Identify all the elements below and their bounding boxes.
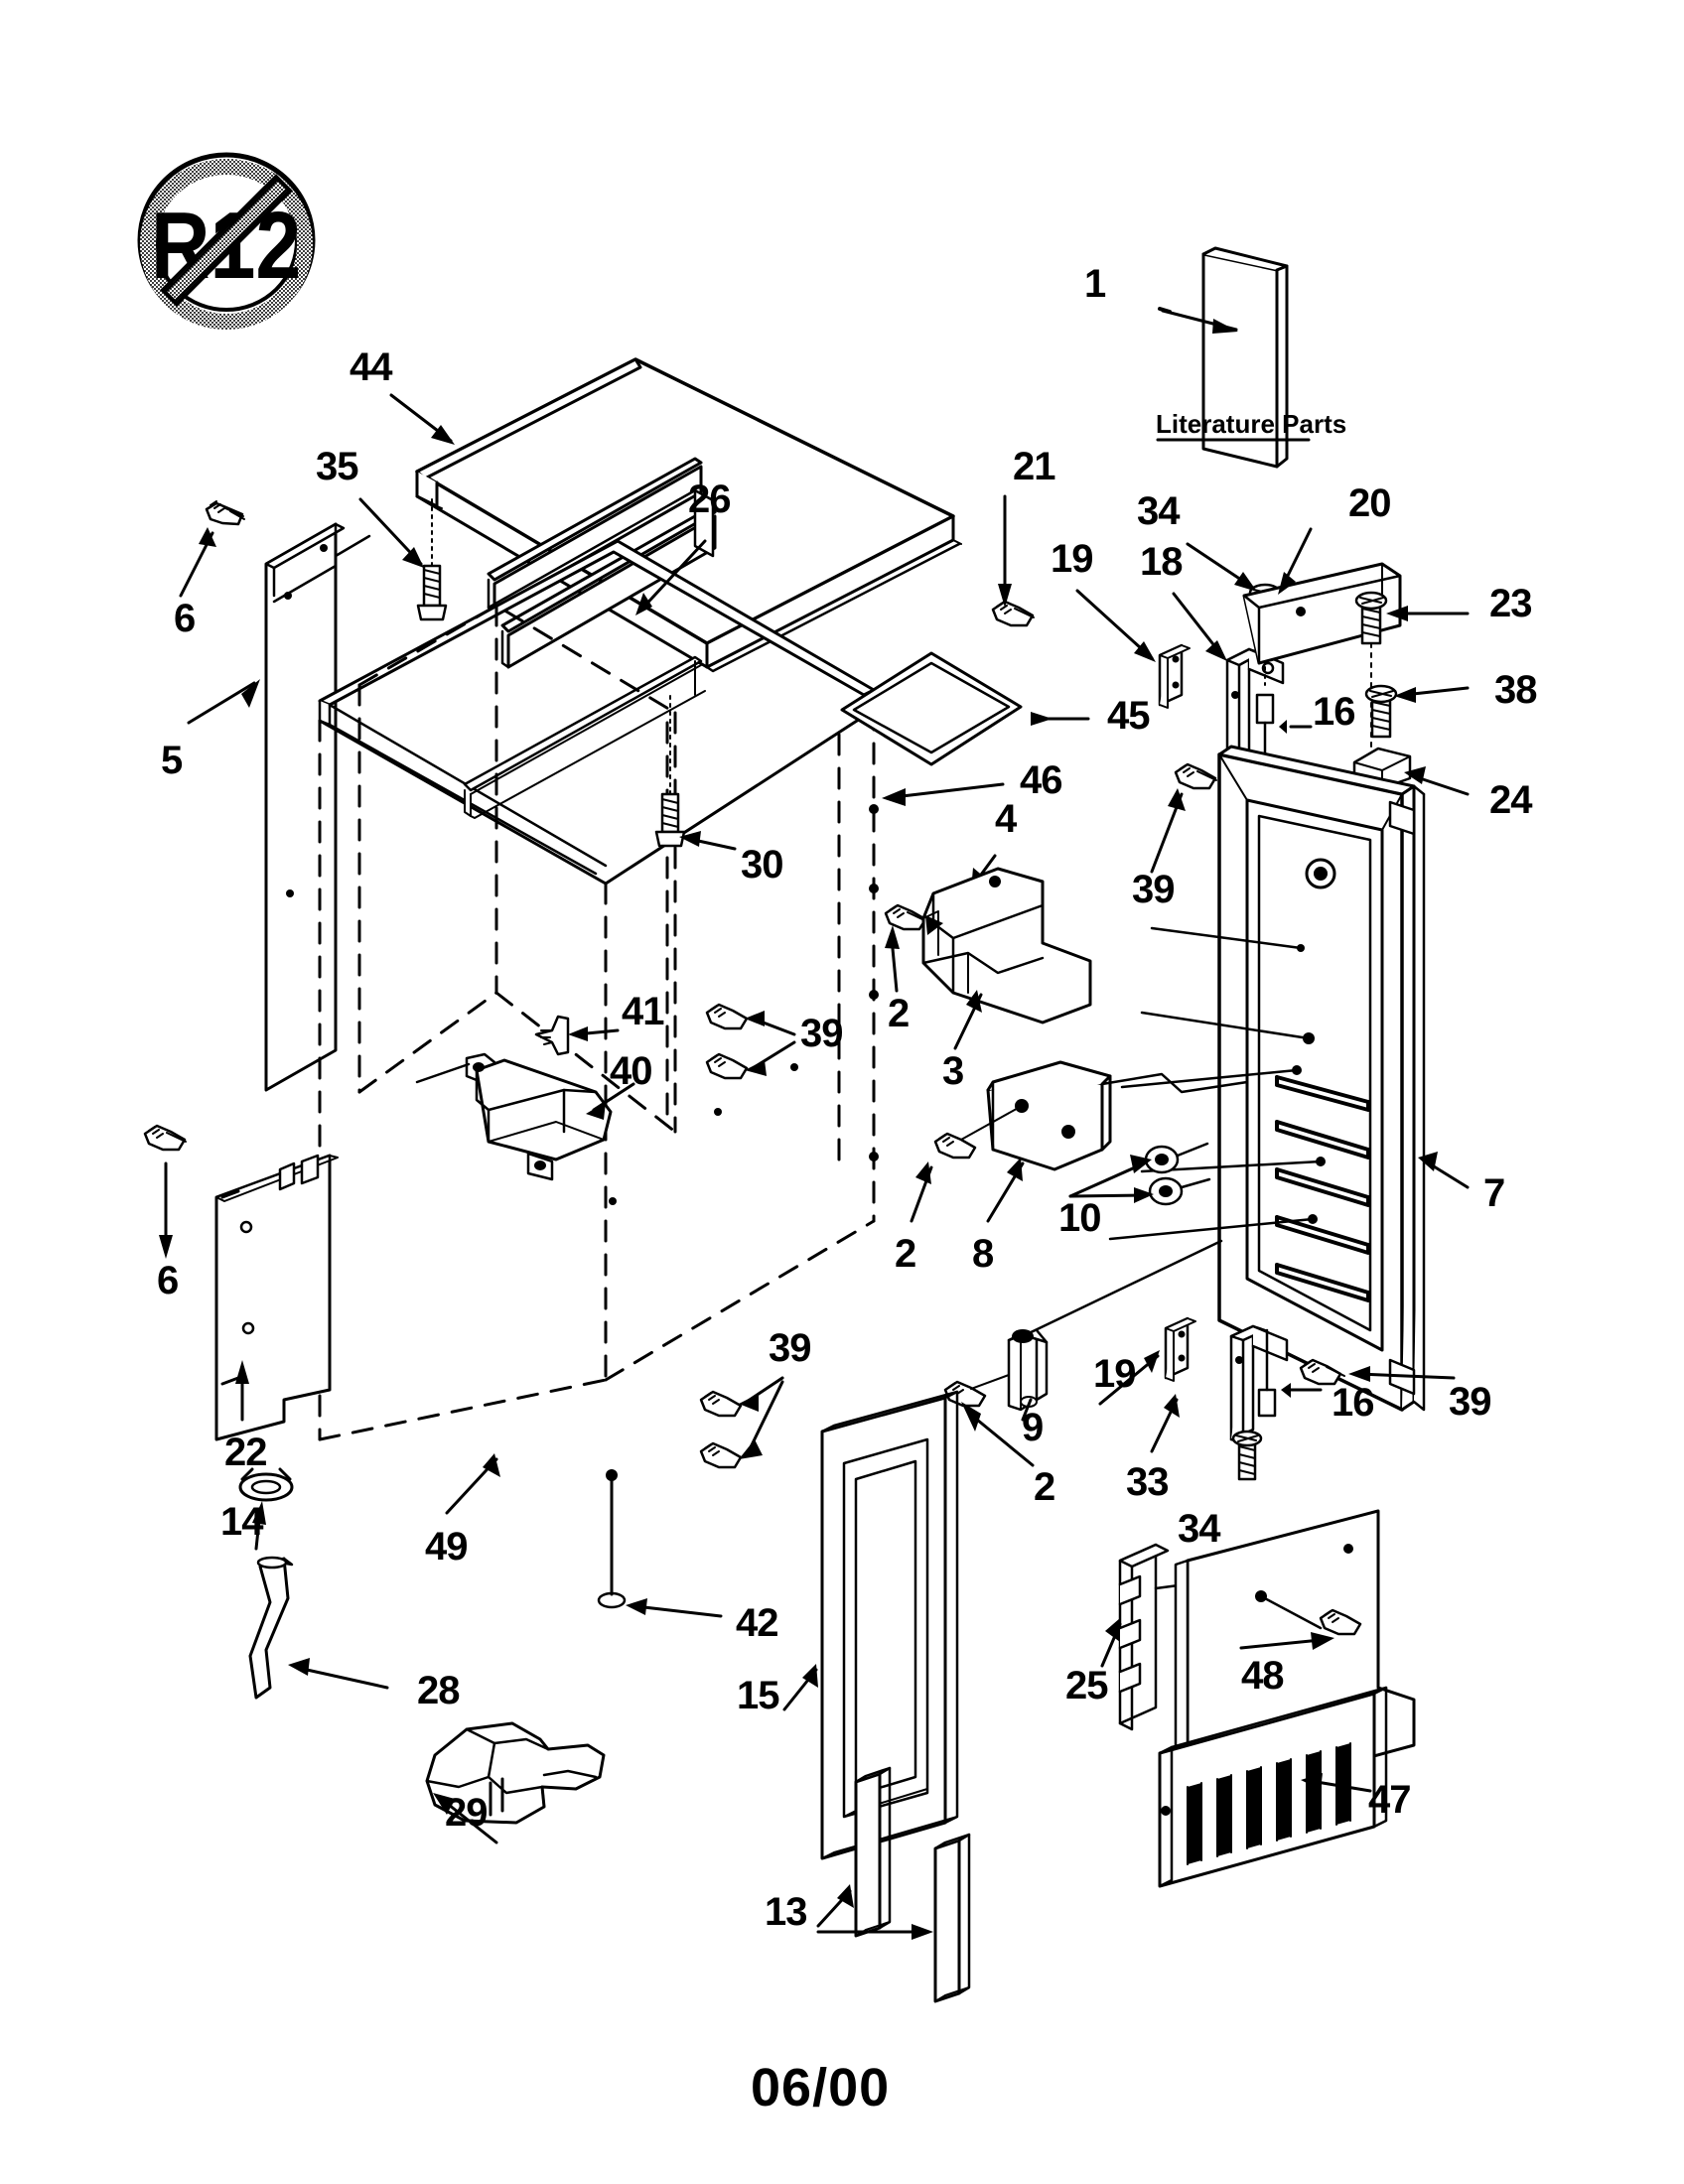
plug-buttons-art (1144, 1142, 1211, 1206)
base-grille-art (1158, 1686, 1388, 1888)
hinge-plate-upper-art (1158, 643, 1191, 709)
callout-47: 47 (1368, 1778, 1411, 1822)
callout-46: 46 (1020, 758, 1062, 802)
drain-tube-art (248, 1556, 294, 1700)
no-r12-symbol: R12 (132, 151, 321, 330)
callout-7: 7 (1483, 1171, 1505, 1215)
callout-24: 24 (1489, 778, 1532, 822)
screw-hinge-lower-left-art (1174, 762, 1217, 790)
literature-manual-art (1158, 246, 1289, 469)
access-cover-art (840, 651, 1023, 766)
catch-block-art (1007, 1239, 1223, 1412)
callout-38: 38 (1494, 668, 1537, 712)
callout-16-lower: 16 (1332, 1381, 1374, 1425)
screws-pair-low-art (699, 1390, 743, 1469)
rivet-drip-tray-art (534, 1015, 570, 1056)
callout-14: 14 (220, 1500, 263, 1544)
callout-13: 13 (765, 1890, 807, 1934)
callout-26: 26 (688, 478, 731, 521)
screw-cabinet-top-art (654, 694, 686, 848)
screw-hinge-lower-right-art (1299, 1358, 1345, 1386)
callout-48: 48 (1241, 1654, 1284, 1698)
back-panel-art (214, 1154, 339, 1441)
callout-45: 45 (1107, 694, 1150, 738)
callout-34-upper: 34 (1137, 489, 1180, 533)
cabinet-body-art (318, 539, 879, 1441)
callout-41: 41 (622, 990, 664, 1033)
callout-2-handle: 2 (895, 1232, 916, 1276)
callout-23: 23 (1489, 582, 1532, 625)
callout-3: 3 (942, 1049, 964, 1093)
callout-39-b: 39 (800, 1012, 843, 1055)
leveling-screw-art (597, 1469, 627, 1609)
side-panel-art (264, 522, 371, 1092)
revision-date: 06/00 (751, 2058, 891, 2117)
hinge-plate-lower-art (1164, 1316, 1196, 1382)
drip-tray-art (415, 1052, 613, 1181)
drain-grommet-art (238, 1467, 294, 1502)
callout-34-lower: 34 (1178, 1507, 1220, 1551)
screw-back-panel-art (143, 1124, 187, 1152)
callout-1: 1 (1084, 262, 1106, 306)
callout-39-a: 39 (1132, 868, 1175, 911)
callout-6-top: 6 (174, 597, 196, 640)
screw-side-panel-top-art (205, 500, 245, 526)
callout-2-upper: 2 (888, 992, 910, 1035)
hinge-pin-lower-art (1229, 1324, 1289, 1445)
screw-rail-right-art (991, 600, 1035, 627)
callout-10: 10 (1058, 1196, 1101, 1240)
callout-20: 20 (1348, 481, 1391, 525)
callout-30: 30 (741, 843, 783, 887)
callout-29: 29 (445, 1791, 488, 1835)
callout-28: 28 (417, 1669, 460, 1712)
filler-strips-art (854, 1766, 971, 2003)
callout-40: 40 (610, 1049, 652, 1093)
door-gasket-art (820, 1390, 959, 1860)
screw-handle-art (933, 1105, 1023, 1160)
callout-4: 4 (995, 797, 1017, 841)
callout-6-bottom: 6 (157, 1259, 179, 1302)
callout-49: 49 (425, 1525, 468, 1569)
callout-44: 44 (350, 345, 392, 389)
screw-door-frame-art (943, 1374, 1010, 1408)
literature-parts-label: Literature Parts (1156, 409, 1347, 439)
callout-42: 42 (736, 1601, 778, 1645)
strike-bracket-art (921, 867, 1092, 1024)
callout-2-door: 2 (1034, 1465, 1055, 1509)
callout-19-upper: 19 (1051, 537, 1093, 581)
screw-bottom-panel-art (1231, 1430, 1263, 1481)
callout-9: 9 (1022, 1406, 1044, 1449)
screw-cap-art (1364, 684, 1398, 739)
callout-16-upper: 16 (1313, 690, 1355, 734)
handle-block-art (986, 1060, 1249, 1171)
callout-5: 5 (161, 739, 183, 782)
callout-35: 35 (316, 445, 358, 488)
callout-21: 21 (1013, 445, 1055, 488)
screw-top-panel-art (416, 493, 448, 621)
screws-pair-mid-art (705, 1003, 749, 1080)
top-rail-art (487, 457, 717, 669)
callout-39-c: 39 (1449, 1380, 1491, 1424)
callout-19-lower: 19 (1093, 1352, 1136, 1396)
door-assembly-art (1108, 745, 1426, 1412)
callout-18: 18 (1140, 540, 1183, 584)
callout-39-d: 39 (769, 1326, 811, 1370)
callout-22: 22 (224, 1431, 267, 1474)
callout-15: 15 (737, 1674, 779, 1717)
callout-33: 33 (1126, 1460, 1169, 1504)
callout-8: 8 (972, 1232, 994, 1276)
drain-pan-art (425, 1721, 606, 1825)
callout-25: 25 (1065, 1664, 1108, 1707)
